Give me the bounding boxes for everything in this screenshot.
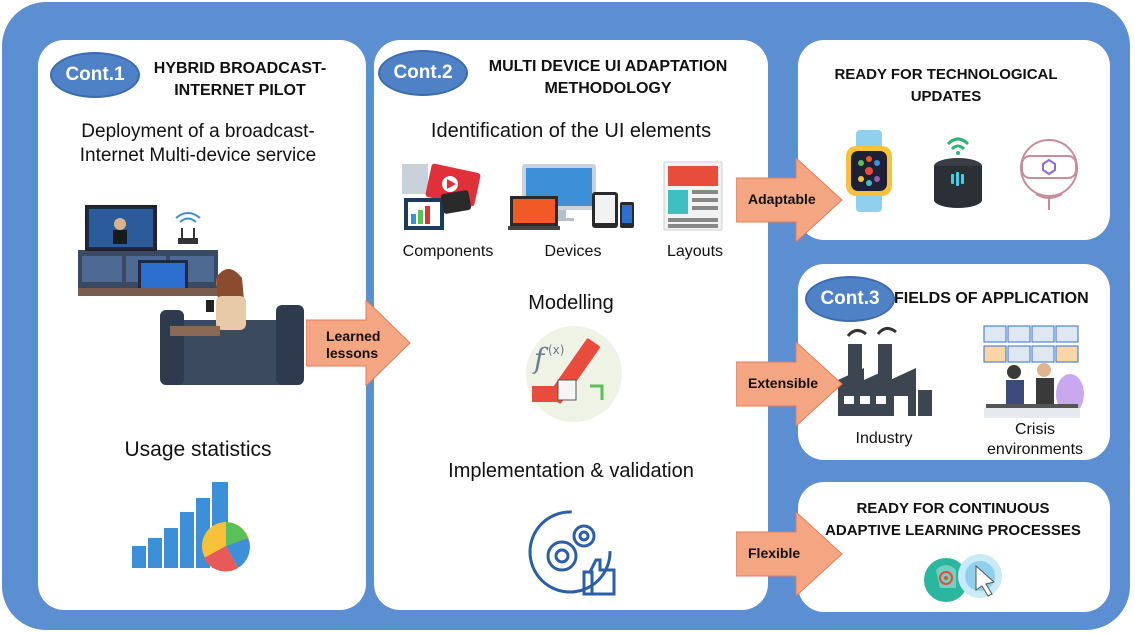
- learned-lessons-label: Learned lessons: [326, 328, 380, 362]
- learned-lessons-arrow: [306, 300, 411, 386]
- cont1-badge: Cont.1: [50, 52, 140, 98]
- devices-label: Devices: [544, 243, 602, 260]
- implementation-label: Implementation & validation: [448, 460, 694, 482]
- fields-title: FIELDS OF APPLICATION: [894, 290, 1089, 307]
- crisis-control-room-icon: [983, 325, 1084, 418]
- pilot-title: HYBRID BROADCAST- INTERNET PILOT: [140, 58, 340, 102]
- layouts-label: Layouts: [666, 243, 724, 260]
- identification-label: Identification of the UI elements: [430, 120, 712, 142]
- methodology-title: MULTI DEVICE UI ADAPTATION METHODOLOGY: [466, 56, 750, 100]
- crisis-label: Crisis environments: [970, 420, 1100, 460]
- pilot-subtitle: Deployment of a broadcast- Internet Mult…: [48, 120, 348, 168]
- industry-label: Industry: [855, 430, 913, 447]
- continuous-learning-title: READY FOR CONTINUOUS ADAPTIVE LEARNING P…: [800, 498, 1106, 542]
- adaptable-arrow: [736, 158, 843, 242]
- pilot-title-line2: INTERNET PILOT: [174, 82, 306, 99]
- learned-lessons-line1: Learned: [326, 328, 381, 344]
- vr-headset-icon: [1020, 139, 1078, 210]
- adaptable-label: Adaptable: [748, 191, 816, 207]
- svg-text:(x): (x): [548, 343, 564, 357]
- gears-thumbs-up-icon: [528, 510, 616, 596]
- extensible-arrow: [736, 342, 843, 426]
- methodology-panel: [374, 40, 768, 610]
- flexible-arrow: [736, 512, 843, 596]
- tech-updates-title-line2: UPDATES: [910, 88, 982, 105]
- extensible-label: Extensible: [748, 375, 819, 391]
- tech-updates-title-line1: READY FOR TECHNOLOGICAL: [834, 66, 1058, 83]
- pilot-title-line1: HYBRID BROADCAST-: [153, 60, 327, 77]
- continuous-learning-title-line2: ADAPTIVE LEARNING PROCESSES: [825, 522, 1081, 539]
- tech-updates-title: READY FOR TECHNOLOGICAL UPDATES: [800, 64, 1092, 108]
- living-room-illustration: [78, 205, 304, 385]
- pilot-subtitle-line2: Internet Multi-device service: [79, 145, 317, 166]
- modelling-icon: f (x): [526, 326, 622, 422]
- methodology-title-line2: METHODOLOGY: [544, 80, 672, 97]
- pilot-subtitle-line1: Deployment of a broadcast-: [81, 121, 315, 142]
- adaptive-learning-icon: [924, 554, 1002, 602]
- layouts-icon: [663, 161, 723, 231]
- flexible-label: Flexible: [748, 545, 801, 561]
- crisis-label-line1: Crisis: [1015, 421, 1055, 438]
- smart-speaker-icon: [934, 137, 982, 208]
- industry-factory-icon: [838, 327, 932, 416]
- methodology-title-line1: MULTI DEVICE UI ADAPTATION: [488, 58, 728, 75]
- usage-statistics-label: Usage statistics: [124, 438, 272, 461]
- components-label: Components: [402, 243, 494, 260]
- cont2-badge: Cont.2: [378, 50, 468, 96]
- smartwatch-icon: [846, 130, 892, 212]
- components-icon: [402, 163, 481, 230]
- cont3-badge: Cont.3: [805, 276, 895, 322]
- statistics-chart-icon: [132, 482, 250, 572]
- crisis-label-line2: environments: [986, 441, 1084, 458]
- modelling-label: Modelling: [528, 292, 614, 314]
- learned-lessons-line2: lessons: [326, 345, 379, 361]
- continuous-learning-title-line1: READY FOR CONTINUOUS: [856, 500, 1050, 517]
- devices-icon: [508, 164, 634, 230]
